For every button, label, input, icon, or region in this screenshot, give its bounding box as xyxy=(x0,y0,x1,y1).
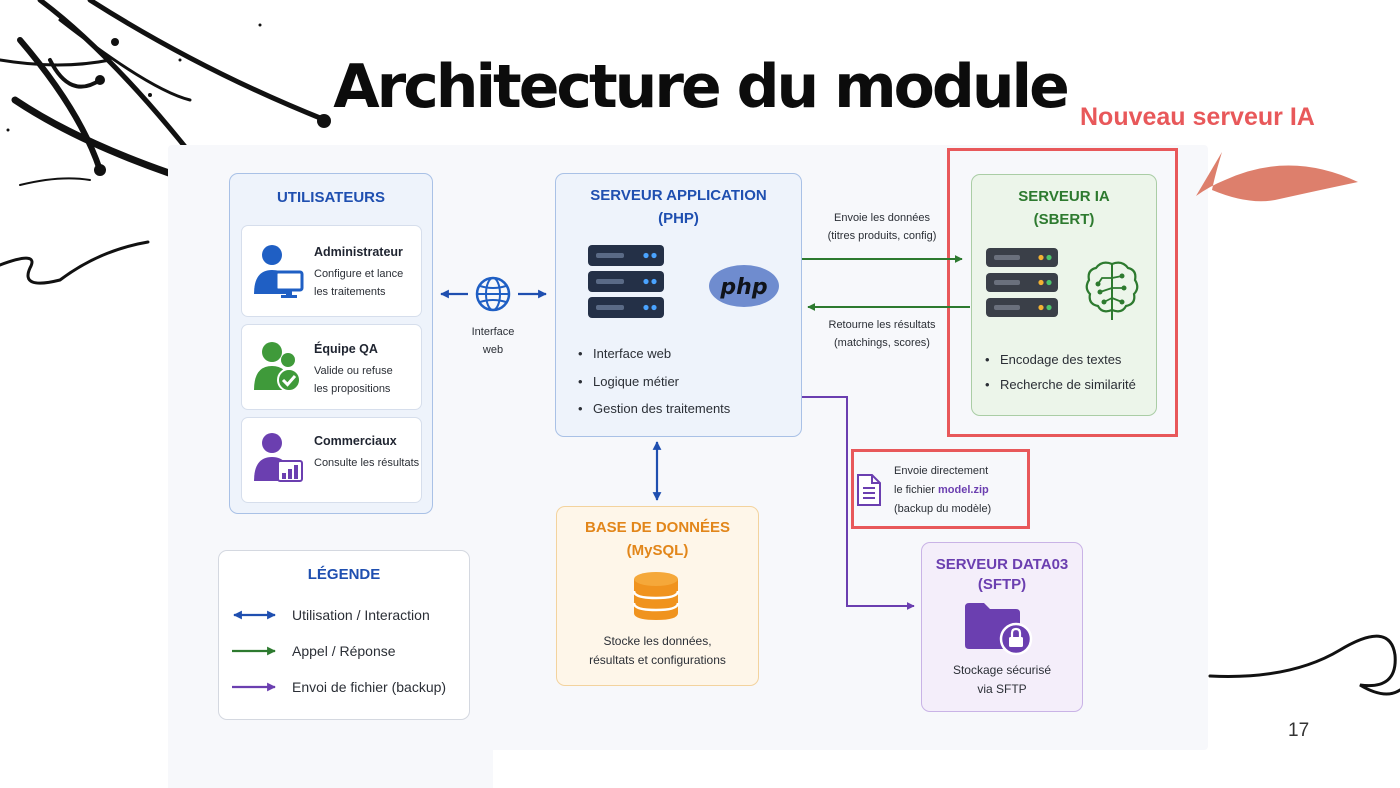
feature-item: Interface web xyxy=(578,340,730,368)
flow-back-label-line1: Retourne les résultats xyxy=(828,319,936,331)
slide-title: Architecture du module xyxy=(333,52,1070,122)
database-title: BASE DE DONNÉES xyxy=(584,519,731,536)
legend-label-file: Envoi de fichier (backup) xyxy=(292,679,447,695)
qa-team-check-icon xyxy=(254,342,301,392)
feature-item: Recherche de similarité xyxy=(985,372,1136,397)
data03-desc-line2: via SFTP xyxy=(977,682,1027,696)
file-transfer-line3: (backup du modèle) xyxy=(894,503,992,515)
feature-item: Logique métier xyxy=(578,368,730,396)
flow-out-label-line1: Envoie les données xyxy=(833,212,930,224)
database-subtitle: (MySQL) xyxy=(626,542,689,559)
file-transfer-line2: le fichier model.zip xyxy=(894,481,991,500)
user-desc-line1: Configure et lance xyxy=(314,268,404,280)
app-server-features: Interface web Logique métier Gestion des… xyxy=(578,340,730,423)
file-transfer-line1: Envoie directement xyxy=(894,465,989,477)
locked-folder-icon xyxy=(965,603,1033,656)
model-zip-filename: model.zip xyxy=(938,484,989,496)
user-name: Équipe QA xyxy=(314,342,378,356)
legend-label-interaction: Utilisation / Interaction xyxy=(292,607,430,623)
document-icon xyxy=(857,474,881,506)
user-desc-line1: Valide ou refuse xyxy=(314,365,393,377)
feature-item: Gestion des traitements xyxy=(578,395,730,423)
brain-circuit-icon xyxy=(1085,261,1139,320)
data03-desc-line1: Stockage sécurisé xyxy=(952,663,1052,677)
server-rack-icon xyxy=(588,245,664,318)
user-card-qa: Équipe QA Valide ou refuse les propositi… xyxy=(241,324,422,410)
users-title: UTILISATEURS xyxy=(276,189,386,206)
user-card-sales: Commerciaux Consulte les résultats xyxy=(241,417,422,503)
file-transfer-line2-prefix: le fichier xyxy=(894,484,939,496)
ia-server-title: SERVEUR IA xyxy=(1018,188,1110,205)
legend-title: LÉGENDE xyxy=(307,566,381,583)
user-card-admin: Administrateur Configure et lance les tr… xyxy=(241,225,422,317)
user-desc-line1: Consulte les résultats xyxy=(314,457,420,469)
sales-chart-icon xyxy=(254,433,303,482)
feature-item: Encodage des textes xyxy=(985,347,1136,372)
backup-file-arrow xyxy=(802,396,915,610)
file-transfer-note: Envoie directement le fichier model.zip … xyxy=(894,462,991,519)
database-icon xyxy=(633,572,679,620)
app-server-title: SERVEUR APPLICATION xyxy=(590,187,767,204)
ia-server-highlight xyxy=(947,148,1178,437)
user-name: Administrateur xyxy=(314,245,403,259)
data03-title: SERVEUR DATA03 xyxy=(935,556,1069,573)
ia-server-subtitle: (SBERT) xyxy=(1033,211,1095,228)
ia-server-features: Encodage des textes Recherche de similar… xyxy=(985,347,1136,397)
flow-back-label-line2: (matchings, scores) xyxy=(834,337,930,349)
app-server-subtitle: (PHP) xyxy=(658,210,699,227)
callout-arrow xyxy=(1196,152,1358,202)
legend-label-call: Appel / Réponse xyxy=(292,643,396,659)
user-name: Commerciaux xyxy=(314,434,397,448)
user-desc-line2: les traitements xyxy=(314,286,386,298)
interface-label-line2: web xyxy=(482,344,504,356)
php-logo: php xyxy=(709,265,779,307)
file-transfer-highlight xyxy=(851,449,1030,529)
globe-icon xyxy=(475,276,511,312)
user-desc-line2: les propositions xyxy=(314,383,391,395)
diagram-background-extension xyxy=(168,720,493,788)
legend xyxy=(218,550,470,720)
database-desc-line1: Stocke les données, xyxy=(603,634,712,648)
page-number: 17 xyxy=(1288,720,1310,741)
data03-subtitle: (SFTP) xyxy=(977,576,1027,593)
new-ia-server-callout: Nouveau serveur IA xyxy=(1080,103,1315,131)
admin-computer-icon xyxy=(254,245,304,298)
php-logo-text: php xyxy=(719,275,767,300)
interface-label-line1: Interface xyxy=(471,326,515,338)
database-desc-line2: résultats et configurations xyxy=(589,653,726,667)
ia-server-rack-icon xyxy=(986,248,1058,317)
flow-out-label-line2: (titres produits, config) xyxy=(827,230,937,242)
